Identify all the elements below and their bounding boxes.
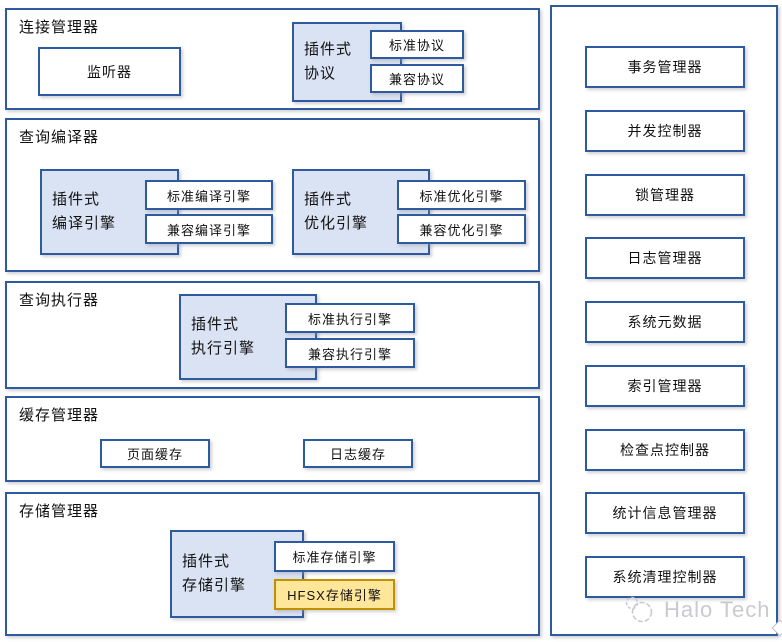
hfsx-storage-engine-box: HFSX存储引擎 bbox=[274, 579, 395, 610]
section-connection-manager: 连接管理器 监听器 插件式 协议 标准协议 兼容协议 bbox=[5, 8, 540, 110]
transaction-manager-box: 事务管理器 bbox=[585, 46, 745, 88]
section-title-compiler: 查询编译器 bbox=[19, 129, 100, 146]
watermark-brand-text: Halo Tech bbox=[664, 597, 771, 622]
section-title-executor: 查询执行器 bbox=[19, 292, 100, 309]
compatible-exec-engine-box: 兼容执行引擎 bbox=[285, 338, 415, 368]
section-title-storage: 存储管理器 bbox=[19, 503, 100, 520]
standard-protocol-box: 标准协议 bbox=[370, 30, 464, 59]
section-storage-manager: 存储管理器 插件式 存储引擎 标准存储引擎 HFSX存储引擎 bbox=[5, 492, 540, 636]
system-cleanup-controller-box: 系统清理控制器 bbox=[585, 556, 745, 598]
index-manager-box: 索引管理器 bbox=[585, 365, 745, 407]
compatible-protocol-box: 兼容协议 bbox=[370, 64, 464, 93]
right-column-panel: 事务管理器 并发控制器 锁管理器 日志管理器 系统元数据 索引管理器 检查点控制… bbox=[550, 5, 778, 636]
standard-exec-engine-box: 标准执行引擎 bbox=[285, 303, 415, 333]
checkpoint-controller-box: 检查点控制器 bbox=[585, 429, 745, 471]
watermark: Halo Tech bbox=[620, 594, 770, 626]
lock-manager-box: 锁管理器 bbox=[585, 174, 745, 216]
log-cache-box: 日志缓存 bbox=[303, 439, 413, 468]
section-query-executor: 查询执行器 插件式 执行引擎 标准执行引擎 兼容执行引擎 bbox=[5, 281, 540, 389]
section-title-cache: 缓存管理器 bbox=[19, 407, 100, 424]
compatible-compile-engine-box: 兼容编译引擎 bbox=[145, 214, 273, 244]
page-cache-box: 页面缓存 bbox=[100, 439, 210, 468]
log-manager-box: 日志管理器 bbox=[585, 237, 745, 279]
compatible-optimize-engine-box: 兼容优化引擎 bbox=[397, 214, 526, 244]
halo-tech-logo-icon bbox=[625, 596, 653, 623]
standard-compile-engine-box: 标准编译引擎 bbox=[145, 180, 273, 210]
standard-storage-engine-box: 标准存储引擎 bbox=[274, 541, 395, 572]
section-cache-manager: 缓存管理器 页面缓存 日志缓存 bbox=[5, 396, 540, 482]
standard-optimize-engine-box: 标准优化引擎 bbox=[397, 180, 526, 210]
section-query-compiler: 查询编译器 插件式 编译引擎 标准编译引擎 兼容编译引擎 插件式 优化引擎 标准… bbox=[5, 118, 540, 272]
system-metadata-box: 系统元数据 bbox=[585, 301, 745, 343]
concurrency-controller-box: 并发控制器 bbox=[585, 110, 745, 152]
listener-box: 监听器 bbox=[38, 47, 181, 96]
statistics-manager-box: 统计信息管理器 bbox=[585, 492, 745, 534]
section-title-connection: 连接管理器 bbox=[19, 19, 100, 36]
